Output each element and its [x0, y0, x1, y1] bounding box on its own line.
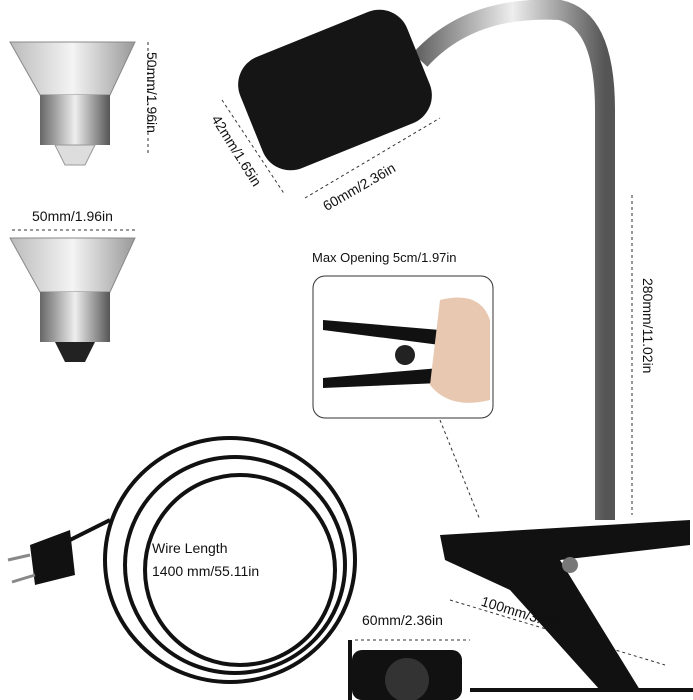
wire-length-value: 1400 mm/55.11in — [152, 563, 260, 579]
clamp — [440, 520, 690, 690]
bulb-top — [9, 41, 136, 166]
power-plug — [7, 530, 75, 585]
bulb-width-label: 50mm/1.96in — [32, 208, 113, 224]
bulb-height-label: 50mm/1.96in — [144, 52, 160, 133]
max-opening-label: Max Opening 5cm/1.97in — [312, 250, 457, 265]
gooseneck-length-label: 280mm/11.02in — [640, 278, 656, 374]
wire-length-title: Wire Length — [152, 540, 228, 556]
power-cable — [59, 436, 693, 700]
switch-width-label: 60mm/2.36in — [362, 612, 443, 628]
inline-switch — [352, 650, 462, 700]
lamp-socket — [238, 9, 432, 171]
clip-opening-inset — [312, 275, 494, 419]
bulb-bottom — [9, 237, 136, 362]
